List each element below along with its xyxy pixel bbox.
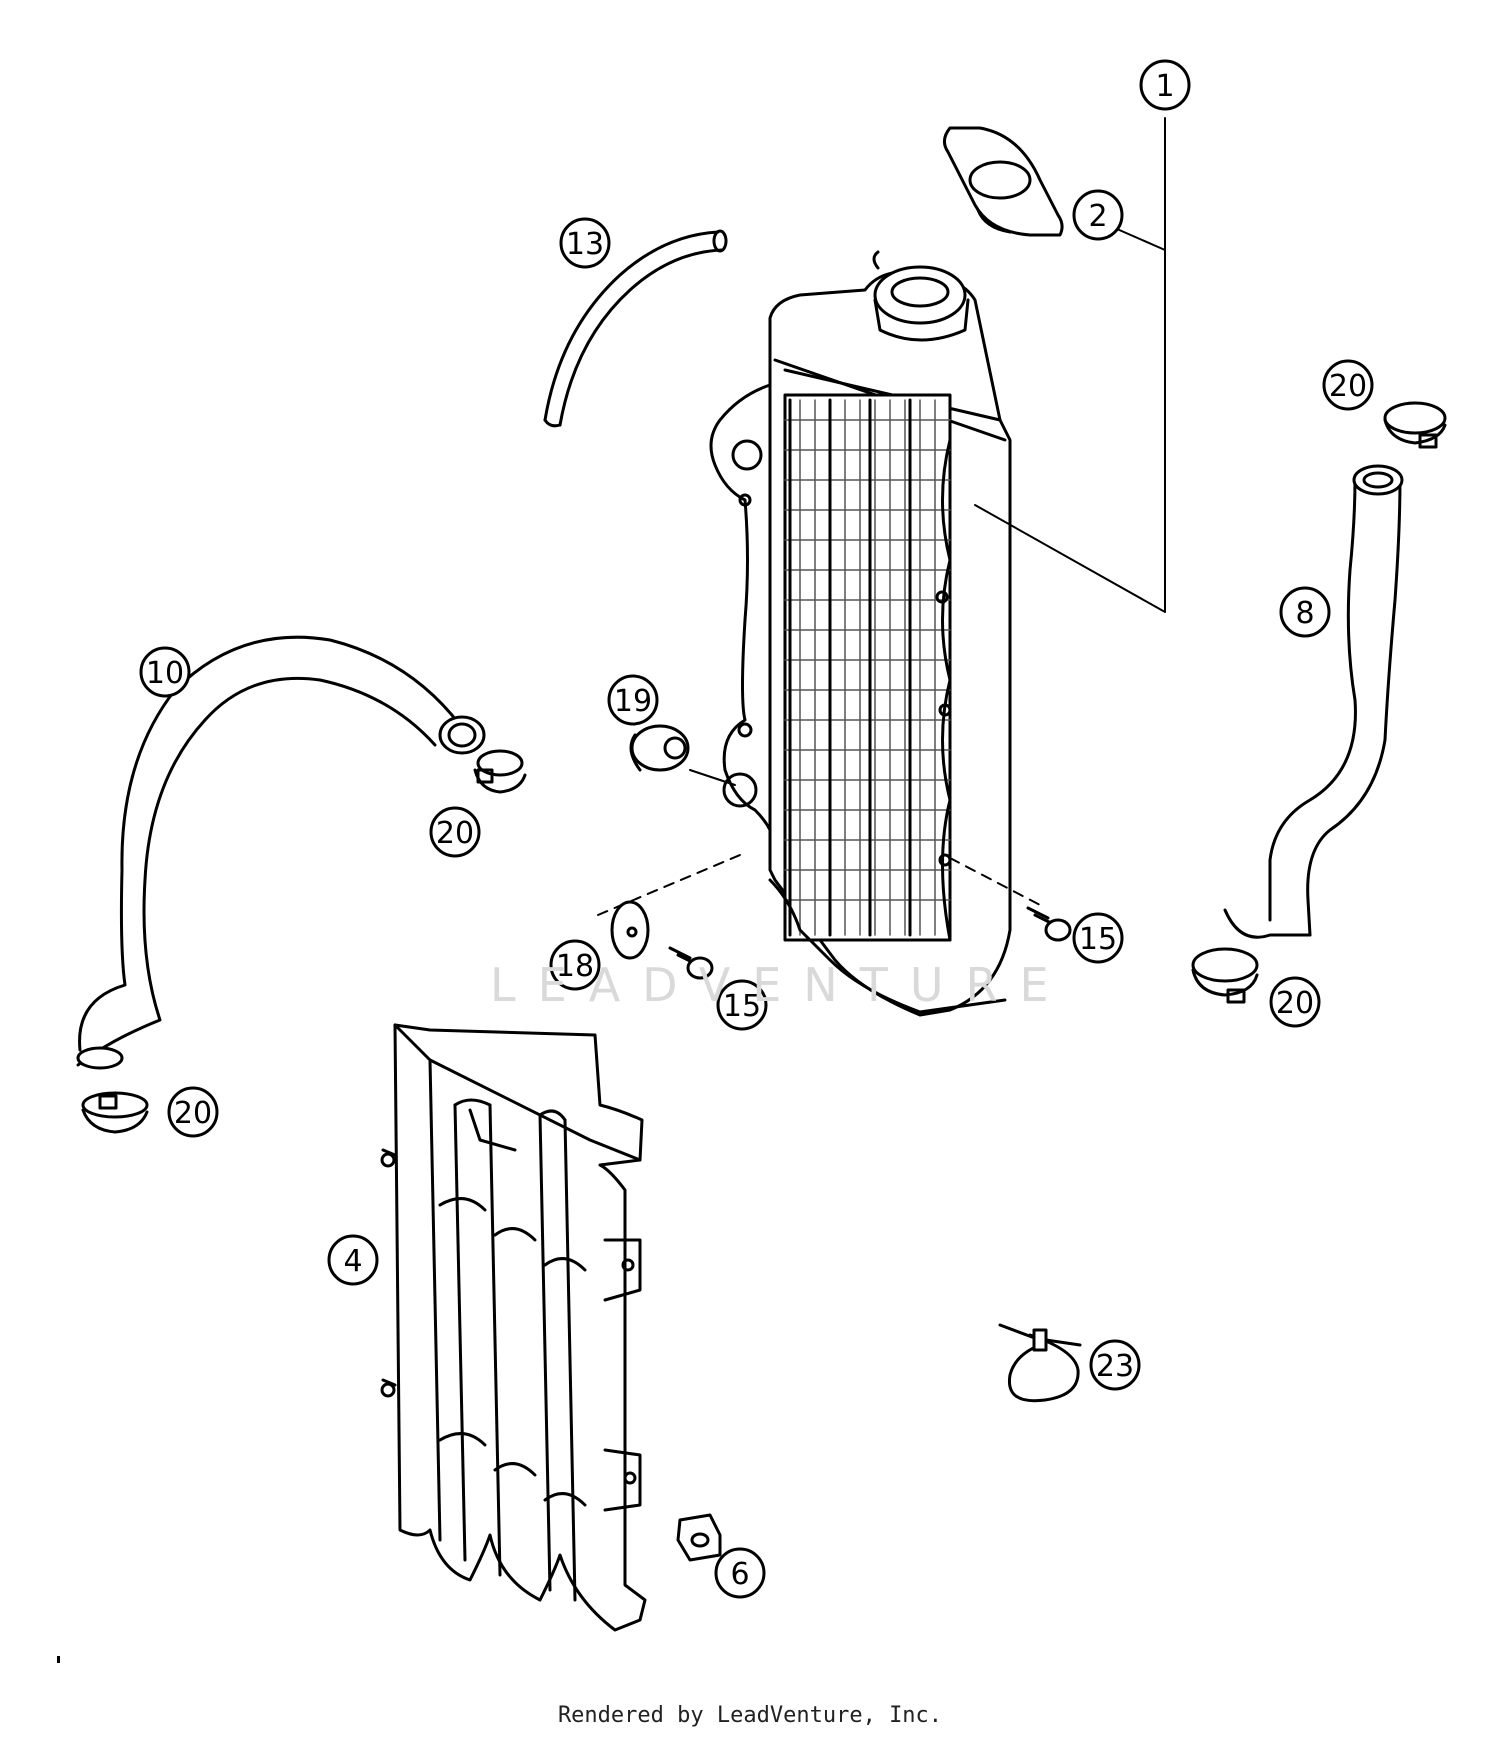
callout-10-label: 10 — [146, 656, 184, 691]
callout-15b-label: 15 — [723, 989, 761, 1024]
callout-15a-label: 15 — [1079, 922, 1117, 957]
callout-2: 2 — [1072, 189, 1124, 241]
hose-clamp-left-mid — [473, 749, 527, 794]
callout-15-right: 15 — [1072, 912, 1124, 964]
callout-20-bottom-left: 20 — [167, 1086, 219, 1138]
callout-20d-label: 20 — [174, 1096, 212, 1131]
callout-4: 4 — [327, 1234, 379, 1286]
radiator-cap — [943, 126, 1064, 237]
overflow-hose — [543, 229, 728, 428]
callout-1: 1 — [1139, 59, 1191, 111]
hose-right — [1223, 464, 1404, 939]
callout-18: 18 — [549, 939, 601, 991]
callout-23: 23 — [1089, 1339, 1141, 1391]
hose-clamp-bottom-left — [81, 1091, 149, 1134]
callout-15-left: 15 — [716, 979, 768, 1031]
callout-19: 19 — [607, 674, 659, 726]
radiator — [709, 250, 1012, 1017]
callout-23-label: 23 — [1096, 1349, 1134, 1384]
cable-tie — [998, 1323, 1082, 1403]
hose-clamp-bottom-right — [1191, 947, 1259, 1004]
callout-6: 6 — [714, 1547, 766, 1599]
grommet — [629, 724, 736, 786]
callout-19-label: 19 — [614, 684, 652, 719]
callout-8-label: 8 — [1295, 596, 1314, 631]
callout-20a-label: 20 — [1329, 369, 1367, 404]
callout-20c-label: 20 — [1276, 986, 1314, 1021]
callout-10: 10 — [139, 646, 191, 698]
callout-13-label: 13 — [566, 227, 604, 262]
callout-20b-label: 20 — [436, 816, 474, 851]
bolt-left — [668, 946, 714, 980]
callout-18-label: 18 — [556, 949, 594, 984]
callout-20-bottom-right: 20 — [1269, 976, 1321, 1028]
bolt-right — [1026, 906, 1072, 942]
clip-nut — [676, 1513, 722, 1562]
callout-13: 13 — [559, 217, 611, 269]
callout-4-label: 4 — [343, 1244, 362, 1279]
callout-8: 8 — [1279, 586, 1331, 638]
callout-1-label: 1 — [1155, 69, 1174, 104]
callout-2-label: 2 — [1088, 199, 1107, 234]
hose-left — [76, 635, 486, 1070]
dashed-leader-left — [597, 854, 741, 916]
footer-credit: Rendered by LeadVenture, Inc. — [557, 1703, 943, 1728]
washer — [610, 900, 650, 960]
callouts: 1 2 13 20 8 10 19 20 15 18 15 20 20 4 23… — [139, 59, 1374, 1599]
callout-20-left-mid: 20 — [429, 806, 481, 858]
stray-mark — [57, 1656, 60, 1663]
hose-clamp-top-right — [1383, 401, 1447, 449]
radiator-guard — [380, 1023, 647, 1632]
callout-20-top-right: 20 — [1322, 359, 1374, 411]
callout-6-label: 6 — [730, 1557, 749, 1592]
